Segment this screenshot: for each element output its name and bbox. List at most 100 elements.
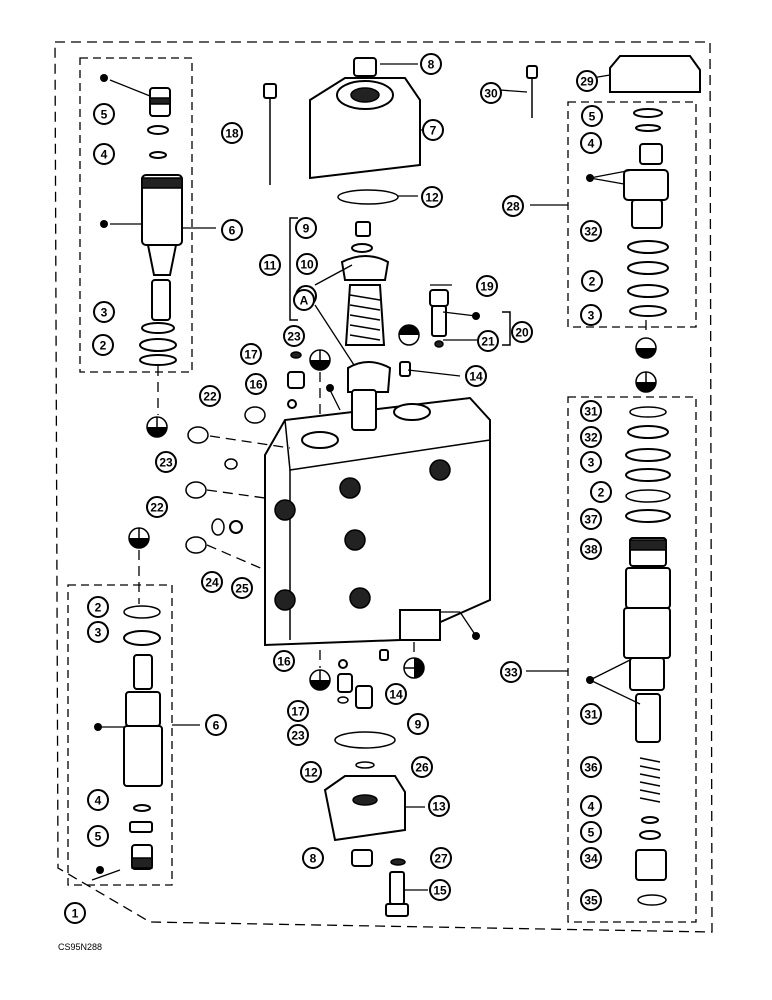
callout-15: 15 [429, 879, 451, 901]
callout-label: 38 [584, 543, 598, 557]
callout-2: 2 [590, 481, 612, 503]
callout-24: 24 [201, 571, 223, 593]
callout-label: 27 [434, 852, 448, 866]
callout-label: 23 [287, 330, 301, 344]
body-seals [185, 289, 449, 554]
callout-label: 31 [584, 405, 598, 419]
callout-label: 12 [425, 191, 439, 205]
callout-label: 22 [203, 390, 217, 404]
callout-circle [199, 385, 221, 407]
callout-circle [93, 301, 115, 323]
callout-circle [511, 321, 533, 343]
callout-circle [502, 195, 524, 217]
callout-label: 21 [481, 335, 495, 349]
callout-circle [428, 795, 450, 817]
callout-circle [420, 53, 442, 75]
callout-23: 23 [283, 325, 305, 347]
callout-label: 6 [229, 224, 236, 238]
callout-label: 3 [588, 456, 595, 470]
group-box-top-right-valve [567, 101, 697, 328]
callout-33: 33 [500, 661, 522, 683]
callout-A: A [293, 289, 315, 311]
alignment-lines [138, 320, 647, 668]
callout-circle [477, 330, 499, 352]
group-box-top-left-relief-valve [79, 57, 193, 373]
callout-label: 26 [415, 761, 429, 775]
callout-label: 9 [415, 718, 422, 732]
callout-5: 5 [580, 821, 602, 843]
callout-label: 33 [504, 666, 518, 680]
callout-label: 7 [430, 124, 437, 138]
callout-3: 3 [580, 451, 602, 473]
callout-10: 10 [296, 253, 318, 275]
callout-12: 12 [300, 761, 322, 783]
callout-6: 6 [221, 219, 243, 241]
callout-circle [93, 143, 115, 165]
callout-label: 4 [101, 148, 108, 162]
callout-label: 3 [588, 309, 595, 323]
callout-label: 4 [95, 794, 102, 808]
callout-18: 18 [221, 122, 243, 144]
callout-16: 16 [245, 373, 267, 395]
callout-label: 12 [304, 766, 318, 780]
callout-circle [93, 103, 115, 125]
bracket-11 [289, 217, 298, 321]
callout-circle [300, 761, 322, 783]
callout-circle [87, 596, 109, 618]
callout-label: 23 [291, 729, 305, 743]
callout-label: 9 [303, 222, 310, 236]
callout-label: 37 [584, 513, 598, 527]
callout-label: 5 [101, 108, 108, 122]
callout-circle [580, 426, 602, 448]
callout-label: 2 [598, 486, 605, 500]
callout-circle [422, 119, 444, 141]
callout-label: 6 [213, 719, 220, 733]
callout-circle [293, 289, 315, 311]
main-valve-body [264, 389, 491, 647]
callout-31: 31 [580, 703, 602, 725]
callout-layer: 1222233334444555566788991011121213141415… [64, 53, 612, 924]
top-right-cover-and-valve-parts [526, 55, 701, 317]
callout-30: 30 [480, 82, 502, 104]
callout-circle [221, 122, 243, 144]
callout-label: 29 [580, 75, 594, 89]
callout-circle [87, 825, 109, 847]
callout-circle [580, 451, 602, 473]
callout-circle [581, 105, 603, 127]
callout-label: 22 [150, 501, 164, 515]
callout-9: 9 [407, 713, 429, 735]
bottom-center-parts [323, 649, 409, 917]
callout-circle [580, 889, 602, 911]
bracket-20 [502, 311, 511, 346]
callout-circle [205, 714, 227, 736]
callout-3: 3 [87, 621, 109, 643]
callout-label: A [300, 294, 309, 308]
callout-5: 5 [93, 103, 115, 125]
callout-label: 17 [244, 348, 258, 362]
callout-circle [580, 756, 602, 778]
callout-3: 3 [580, 304, 602, 326]
callout-circle [580, 538, 602, 560]
callout-label: 10 [300, 258, 314, 272]
callout-label: 18 [225, 127, 239, 141]
callout-circle [580, 795, 602, 817]
group-box-bottom-right-valve [567, 396, 697, 923]
callout-label: 32 [584, 431, 598, 445]
callout-label: 4 [588, 800, 595, 814]
callout-circle [287, 724, 309, 746]
callout-label: 4 [588, 137, 595, 151]
callout-circle [581, 270, 603, 292]
orientation-symbols [128, 324, 657, 691]
callout-14: 14 [385, 683, 407, 705]
callout-label: 31 [584, 708, 598, 722]
callout-circle [580, 132, 602, 154]
callout-4: 4 [580, 132, 602, 154]
callout-31: 31 [580, 400, 602, 422]
callout-2: 2 [581, 270, 603, 292]
callout-label: 34 [584, 852, 598, 866]
callout-12: 12 [421, 186, 443, 208]
callout-circle [500, 661, 522, 683]
callout-label: 24 [205, 576, 219, 590]
callout-label: 16 [277, 655, 291, 669]
